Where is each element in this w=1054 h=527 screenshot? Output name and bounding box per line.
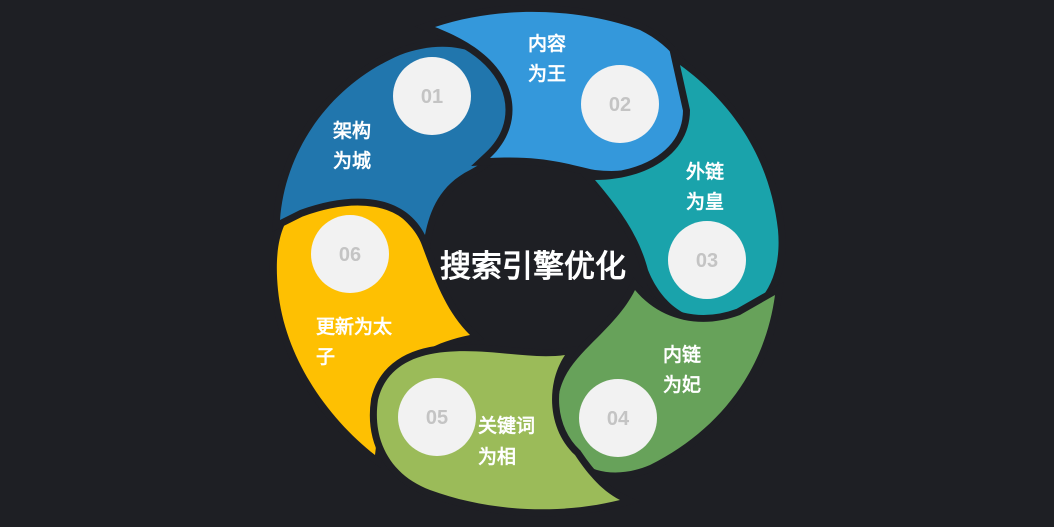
number-circle-05 <box>398 378 476 456</box>
number-circle-06 <box>311 215 389 293</box>
number-circle-02 <box>581 65 659 143</box>
segment-number-01: 01 <box>421 86 443 108</box>
segment-label-05-line1: 关键词 <box>478 414 535 437</box>
segment-label-01-line2: 为城 <box>333 149 371 172</box>
segment-number-04: 04 <box>607 408 630 430</box>
segment-label-03-line1: 外链 <box>686 160 724 183</box>
segment-number-06: 06 <box>339 244 361 266</box>
segment-number-05: 05 <box>426 407 448 429</box>
segment-label-05-line2: 为相 <box>478 445 516 468</box>
center-title: 搜索引擎优化 <box>440 249 626 285</box>
segment-number-02: 02 <box>609 94 631 116</box>
number-circle-01 <box>393 57 471 135</box>
segment-label-02-line2: 为王 <box>528 62 566 85</box>
number-circle-03 <box>668 221 746 299</box>
segment-01 <box>272 39 522 257</box>
number-circle-04 <box>579 379 657 457</box>
segment-label-04-line1: 内链 <box>663 343 701 366</box>
segment-label-02-line1: 内容 <box>528 32 566 55</box>
segment-label-01-line1: 架构 <box>332 119 371 142</box>
segment-number-03: 03 <box>696 250 718 272</box>
segment-label-03-line2: 为皇 <box>686 190 724 213</box>
segment-label-06-line1: 更新为太 <box>316 315 393 338</box>
segment-label-06-line2: 子 <box>316 346 335 368</box>
segment-label-04-line2: 为妃 <box>663 373 701 396</box>
